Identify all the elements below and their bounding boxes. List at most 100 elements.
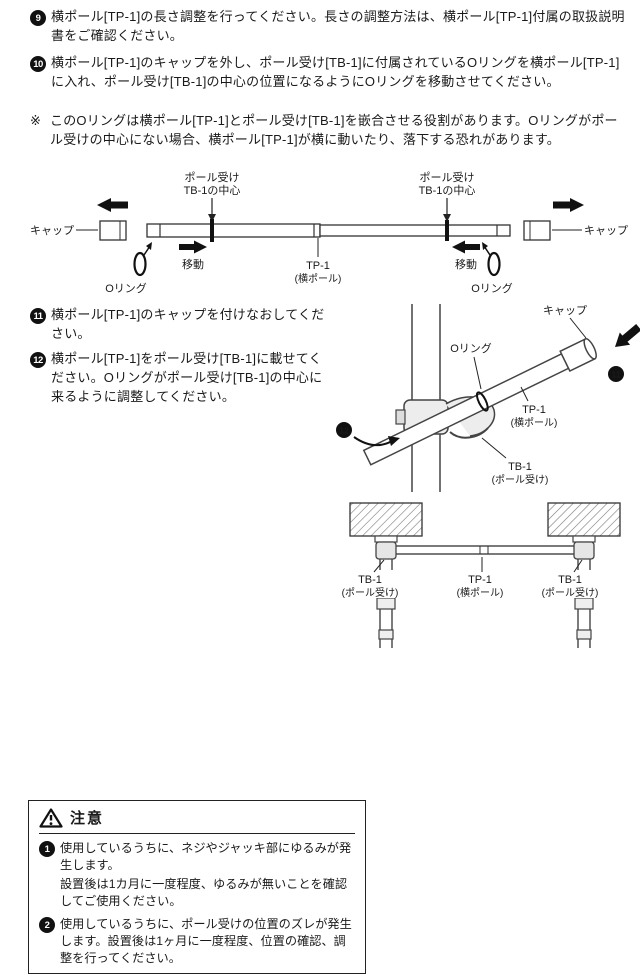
ceiling-beam-left bbox=[349, 502, 423, 537]
jack-screw-left bbox=[378, 629, 394, 640]
ceiling-beam-right bbox=[547, 502, 621, 537]
caution-item-2-text: 使用しているうちに、ポール受けの位置のズレが発生します。設置後は1ヶ月に一度程度… bbox=[60, 917, 352, 966]
pole-left-segment bbox=[146, 223, 321, 238]
note-text: このOリングは横ポール[TP-1]とポール受け[TB-1]を嵌合させる役割があり… bbox=[50, 113, 618, 147]
leader-line bbox=[373, 559, 385, 573]
receiver-clamp-right bbox=[573, 541, 595, 560]
oring-on-pole-left bbox=[210, 219, 214, 242]
leader-line bbox=[569, 317, 587, 339]
caution-item-1-continued: 設置後は1カ月に一度程度、ゆるみが無いことを確認してご使用ください。 bbox=[60, 877, 348, 909]
move-right-arrow-icon bbox=[179, 240, 207, 254]
caution-title: 注意 bbox=[70, 810, 105, 827]
jack-screw-right bbox=[576, 629, 592, 640]
horizontal-pole bbox=[391, 545, 579, 555]
label-backing bbox=[336, 570, 416, 598]
pole-label: TP-1 bbox=[468, 574, 492, 586]
oring-left bbox=[133, 251, 147, 277]
receiver-label-left: TB-1 bbox=[358, 574, 382, 586]
down-arrow-icon bbox=[208, 214, 216, 222]
step-11-marker-label: 11 bbox=[612, 370, 621, 380]
jack-right bbox=[574, 597, 594, 610]
pull-left-arrow-icon bbox=[97, 198, 128, 212]
receiver-saddle-front bbox=[449, 427, 489, 439]
pole-adjust-diagram: ポール受け TB-1の中心 ポール受け TB-1の中心 移動 移動 キャップ キ… bbox=[30, 171, 628, 295]
instruction-step-11-text: 横ポール[TP-1]のキャップを付けなおしてください。 bbox=[51, 307, 325, 341]
receiver-sub-label: (ポール受け) bbox=[492, 474, 549, 486]
pole-name-label: TP-1 bbox=[306, 260, 330, 272]
oring-on-pole bbox=[475, 391, 489, 412]
place-arrow-icon bbox=[615, 324, 640, 347]
pole-sub-label: (横ポール) bbox=[457, 586, 504, 599]
step-9-number-badge: 9 bbox=[30, 10, 46, 26]
step-11-number-badge: 11 bbox=[30, 308, 46, 324]
instruction-step-10: 10 横ポール[TP-1]のキャップを外し、ポール受け[TB-1]に付属されてい… bbox=[30, 54, 628, 92]
cap-right bbox=[523, 220, 551, 241]
receiver-label-right: TB-1 bbox=[558, 574, 582, 586]
step-12-number-badge: 12 bbox=[30, 352, 46, 368]
caution-box: 注意 1 使用しているうちに、ネジやジャッキ部にゆるみが発生します。 設置後は1… bbox=[28, 800, 366, 974]
instruction-step-9: 9 横ポール[TP-1]の長さ調整を行ってください。長さの調整方法は、横ポール[… bbox=[30, 8, 628, 46]
pole-attach-diagram: キャップ Oリング 11 12 TP-1 (横ポール) TB-1 (ポール受け) bbox=[336, 304, 640, 492]
caution-item-2: 2 使用しているうちに、ポール受けの位置のズレが発生します。設置後は1ヶ月に一度… bbox=[39, 916, 355, 967]
step-12-marker bbox=[336, 422, 352, 438]
pole-label: TP-1 bbox=[522, 404, 546, 416]
caution-header: 注意 bbox=[39, 807, 355, 834]
adjust-arrow-line bbox=[353, 436, 393, 447]
move-label-left: 移動 bbox=[182, 257, 204, 271]
center-label-left-top: ポール受け bbox=[185, 171, 240, 184]
caution-1-number-badge: 1 bbox=[39, 841, 55, 857]
instruction-step-11: 11 横ポール[TP-1]のキャップを付けなおしてください。 bbox=[30, 306, 328, 344]
center-label-right-bottom: TB-1の中心 bbox=[419, 184, 476, 197]
instruction-step-9-text: 横ポール[TP-1]の長さ調整を行ってください。長さの調整方法は、横ポール[TP… bbox=[51, 9, 625, 43]
insert-arrow-icon bbox=[146, 242, 152, 250]
center-label-left-bottom: TB-1の中心 bbox=[184, 184, 241, 197]
caution-item-1: 1 使用しているうちに、ネジやジャッキ部にゆるみが発生します。 bbox=[39, 840, 355, 874]
jack-left bbox=[376, 597, 396, 610]
pull-right-arrow-icon bbox=[553, 198, 584, 212]
top-plate-left bbox=[374, 535, 398, 543]
pole-cap-end bbox=[583, 338, 597, 360]
cap-label-left: キャップ bbox=[30, 224, 74, 237]
receiver-sub-label-left: (ポール受け) bbox=[342, 587, 399, 599]
receiver-sub-label-right: (ポール受け) bbox=[542, 587, 599, 599]
down-arrow-icon bbox=[443, 214, 451, 222]
leader-line bbox=[473, 356, 482, 390]
oring-label-right: Oリング bbox=[471, 281, 513, 295]
instruction-step-12-text: 横ポール[TP-1]をポール受け[TB-1]に載せてください。Oリングがポール受… bbox=[51, 351, 323, 404]
step-11-marker bbox=[608, 366, 624, 382]
label-backing bbox=[530, 570, 610, 598]
move-left-arrow-icon bbox=[452, 240, 480, 254]
cap-left bbox=[99, 220, 127, 241]
step-10-number-badge: 10 bbox=[30, 56, 46, 72]
oring-label: Oリング bbox=[450, 341, 492, 355]
receiver-label: TB-1 bbox=[508, 461, 532, 473]
horizontal-pole-group bbox=[362, 337, 597, 466]
caution-item-1-text: 使用しているうちに、ネジやジャッキ部にゆるみが発生します。 bbox=[60, 841, 352, 873]
note-marker: ※ bbox=[30, 113, 41, 128]
place-arrow-group bbox=[615, 324, 640, 347]
cap-label: キャップ bbox=[543, 304, 587, 317]
leader-line bbox=[520, 386, 529, 402]
caution-2-number-badge: 2 bbox=[39, 917, 55, 934]
top-plate-right bbox=[572, 535, 596, 543]
warning-triangle-icon bbox=[39, 807, 63, 828]
pole-right-segment bbox=[319, 224, 511, 237]
pole-name-sub-label: (横ポール) bbox=[295, 272, 342, 285]
oring-right bbox=[487, 251, 501, 277]
oring-label-left: Oリング bbox=[105, 281, 147, 295]
installed-assembly-diagram: TB-1 (ポール受け) TP-1 (横ポール) TB-1 (ポール受け) bbox=[336, 502, 621, 648]
leader-line bbox=[481, 437, 507, 459]
adjust-arrow-icon bbox=[388, 436, 400, 446]
leader-line bbox=[573, 559, 583, 573]
oring-on-pole-right bbox=[445, 220, 449, 241]
instruction-step-12: 12 横ポール[TP-1]をポール受け[TB-1]に載せてください。Oリングがポ… bbox=[30, 350, 328, 407]
receiver-clamp-left bbox=[375, 541, 397, 560]
note-oring: ※ このOリングは横ポール[TP-1]とポール受け[TB-1]を嵌合させる役割が… bbox=[30, 112, 628, 150]
receiver-clamp-bolt bbox=[395, 409, 406, 425]
center-label-right-top: ポール受け bbox=[420, 171, 475, 184]
instruction-step-10-text: 横ポール[TP-1]のキャップを外し、ポール受け[TB-1]に付属されているOリ… bbox=[51, 55, 620, 89]
insert-arrow-icon bbox=[482, 242, 488, 250]
cap-label-right: キャップ bbox=[584, 224, 628, 237]
move-label-right: 移動 bbox=[455, 257, 477, 271]
